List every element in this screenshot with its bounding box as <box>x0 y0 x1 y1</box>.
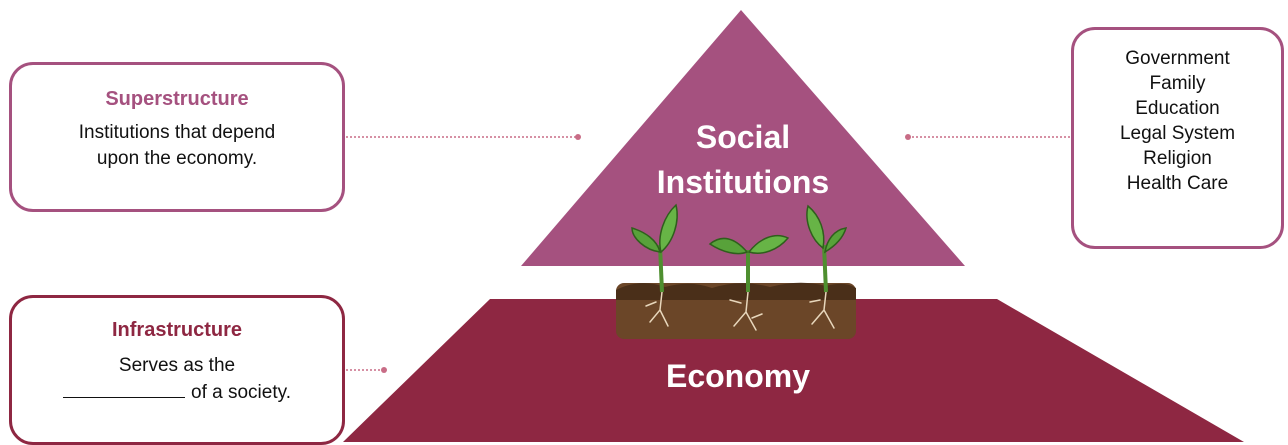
superstructure-connector <box>346 134 581 140</box>
superstructure-desc-line2: upon the economy. <box>96 148 258 169</box>
infrastructure-title: Infrastructure <box>111 319 243 341</box>
social-label-line1: Social <box>696 119 790 155</box>
infrastructure-desc-line1: Serves as the <box>118 355 236 376</box>
soil-with-seedlings-icon <box>616 203 856 339</box>
list-item: Government <box>1125 48 1230 69</box>
social-institutions-triangle <box>521 10 965 266</box>
list-item: Education <box>1135 98 1220 119</box>
superstructure-title: Superstructure <box>105 88 249 110</box>
fill-in-blank <box>63 379 185 398</box>
infrastructure-desc-line2: of a society. <box>191 382 291 403</box>
economy-base <box>343 299 1244 442</box>
infrastructure-card: Infrastructure Serves as the of a societ… <box>9 295 345 445</box>
superstructure-card: Superstructure Institutions that depend … <box>9 62 345 212</box>
list-item: Family <box>1149 73 1206 94</box>
list-item: Religion <box>1143 148 1212 169</box>
superstructure-description: Institutions that depend upon the econom… <box>37 120 317 172</box>
list-item: Legal System <box>1119 123 1236 144</box>
economy-label: Economy <box>666 358 810 394</box>
infrastructure-connector <box>346 367 387 373</box>
social-label-line2: Institutions <box>657 164 829 200</box>
superstructure-desc-line1: Institutions that depend <box>78 122 276 143</box>
institutions-list: Government Family Education Legal System… <box>1074 46 1281 196</box>
institutions-list-card: Government Family Education Legal System… <box>1071 27 1284 249</box>
institutions-connector <box>905 134 1070 140</box>
list-item: Health Care <box>1126 173 1229 194</box>
infrastructure-description: Serves as the of a society. <box>27 353 327 406</box>
